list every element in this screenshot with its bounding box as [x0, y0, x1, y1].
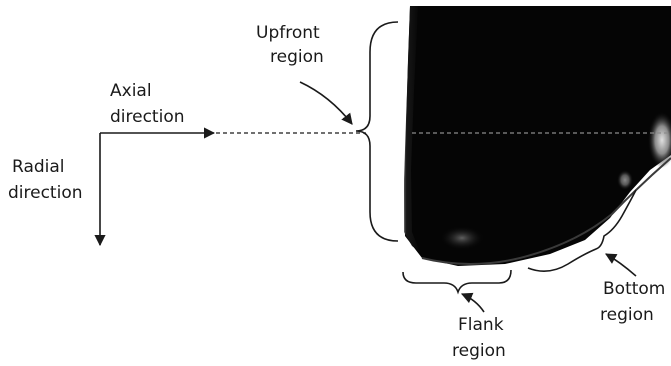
- flank-glow: [440, 226, 484, 250]
- axial-label-line1: Axial: [110, 81, 152, 101]
- bottom-right-glow: [648, 112, 671, 168]
- flank-leader-arrow: [460, 292, 485, 313]
- axial-direction-label: Axial direction: [110, 81, 185, 127]
- flank-region-label: Flank region: [452, 315, 509, 361]
- upfront-region-brace: [355, 21, 399, 242]
- spray-left-rim: [404, 6, 420, 252]
- bottom-label-line1: Bottom: [603, 279, 665, 299]
- flank-label-line2: region: [452, 341, 506, 361]
- bottom-leader-arrow: [605, 253, 637, 277]
- bottom-right-glow-2: [617, 170, 633, 190]
- upfront-region-label: Upfront region: [256, 23, 325, 67]
- spray-silhouette: [404, 6, 671, 266]
- bottom-region-label: Bottom region: [600, 279, 671, 325]
- flank-label-line1: Flank: [458, 315, 504, 335]
- axial-label-line2: direction: [110, 107, 185, 127]
- radial-label-line2: direction: [8, 183, 83, 203]
- bottom-region-brace: [527, 189, 637, 272]
- spray-bottom-edge: [421, 157, 671, 265]
- bottom-label-line2: region: [600, 305, 654, 325]
- upfront-label-line2: region: [270, 47, 324, 67]
- radial-direction-label: Radial direction: [8, 157, 83, 203]
- radial-label-line1: Radial: [12, 157, 65, 177]
- flank-region-brace: [402, 269, 512, 295]
- spray-image: [404, 6, 671, 266]
- upfront-leader-arrow: [299, 81, 353, 125]
- upfront-label-line1: Upfront: [256, 23, 320, 43]
